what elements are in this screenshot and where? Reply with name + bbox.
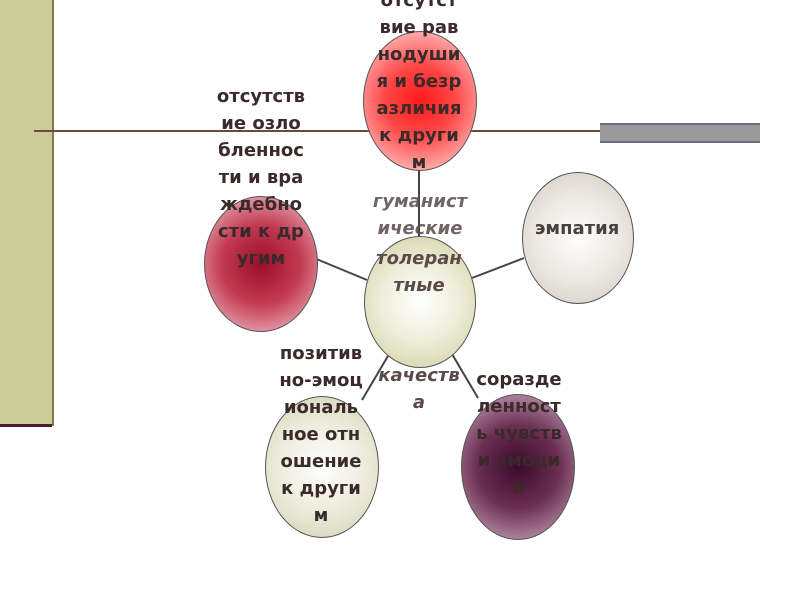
node-circle-bottom-right [461, 394, 575, 540]
node-label-left: отсутствие озлобленности и враждебности … [216, 86, 306, 269]
node-label-right: эмпатия [534, 218, 620, 239]
node-circle-right [522, 172, 634, 304]
sidebar-decoration [0, 0, 54, 426]
center-overlap-label: гуманистические [372, 191, 468, 239]
node-circle-bottom-left [265, 396, 379, 538]
center-label: толерантные [376, 248, 462, 296]
node-circle-top [363, 31, 477, 171]
node-circle-center [364, 236, 476, 368]
horizontal-rule [34, 130, 600, 132]
accent-bar [600, 123, 760, 143]
node-label-top: отсутствие равнодушия и безразличия к др… [376, 0, 462, 173]
node-label-bottom-right: соразделенность чувств и эмоций [476, 369, 562, 498]
connector-right [471, 257, 525, 279]
node-circle-left [204, 196, 318, 332]
connector-left [313, 257, 368, 281]
connector-bottom-right [451, 353, 479, 399]
center-label-continued: качества [378, 365, 460, 413]
sidebar-underline [0, 424, 52, 427]
node-label-bottom-left: позитивно-эмоциональное отношение к друг… [279, 343, 363, 526]
connector-bottom-left [361, 355, 389, 401]
